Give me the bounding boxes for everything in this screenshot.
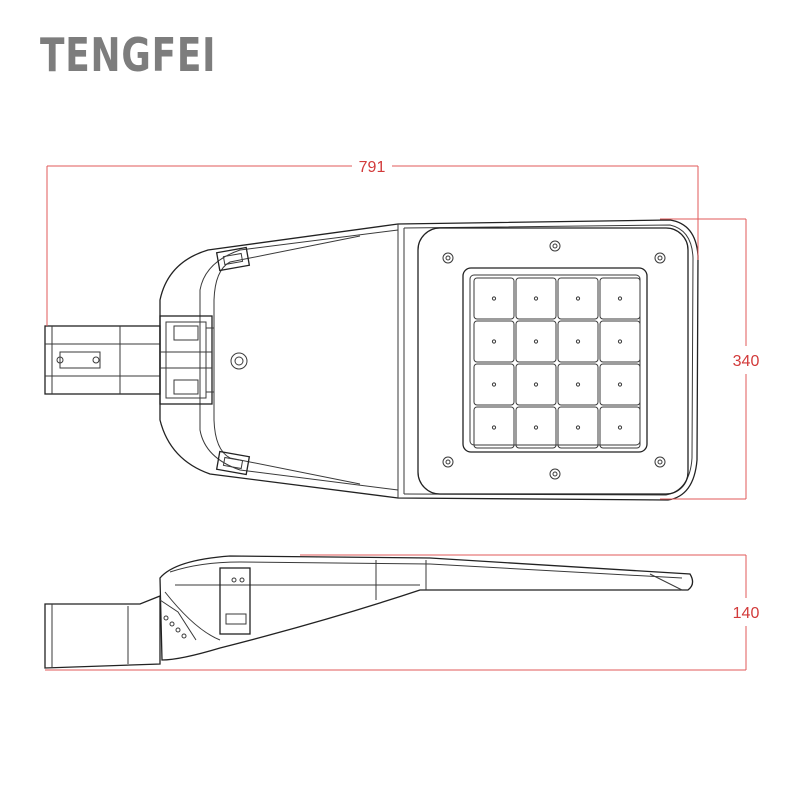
side-body xyxy=(159,555,694,661)
led-dot xyxy=(533,382,539,387)
led-dot xyxy=(491,382,497,387)
led-cell xyxy=(599,363,641,406)
brand-logo: TENGFEI xyxy=(40,28,217,82)
led-cell xyxy=(515,277,557,320)
led-dot xyxy=(575,425,581,430)
led-dot xyxy=(617,425,623,430)
dimension-width: 340 xyxy=(660,218,760,500)
led-cell xyxy=(473,363,515,406)
led-cell xyxy=(557,406,599,449)
pole-bracket xyxy=(44,325,161,395)
led-dot xyxy=(533,296,539,301)
pole-clamp xyxy=(159,315,248,405)
latch-bottom xyxy=(215,450,251,476)
led-cell xyxy=(515,406,557,449)
led-cell xyxy=(473,320,515,363)
led-cell xyxy=(473,277,515,320)
led-dot xyxy=(575,339,581,344)
led-cell xyxy=(599,320,641,363)
led-cell xyxy=(557,277,599,320)
led-dot xyxy=(617,296,623,301)
dimension-length: 791 xyxy=(46,159,699,326)
led-dot xyxy=(491,425,497,430)
latch-top xyxy=(215,246,251,272)
led-dot xyxy=(575,296,581,301)
side-view xyxy=(44,555,694,669)
dimension-width-label: 340 xyxy=(733,353,760,370)
led-dot xyxy=(533,425,539,430)
led-cell xyxy=(557,363,599,406)
screws xyxy=(442,240,666,480)
led-cell xyxy=(599,406,641,449)
led-grid xyxy=(473,277,641,449)
lens-frame xyxy=(417,227,689,495)
side-clamp xyxy=(159,599,197,641)
led-cell xyxy=(557,320,599,363)
housing-outline xyxy=(159,219,699,501)
side-bracket xyxy=(44,595,161,669)
top-view xyxy=(44,219,699,501)
led-cell xyxy=(515,320,557,363)
led-cell xyxy=(599,277,641,320)
led-cell xyxy=(515,363,557,406)
led-cell xyxy=(473,406,515,449)
led-dot xyxy=(617,339,623,344)
led-dot xyxy=(491,296,497,301)
dimension-height-label: 140 xyxy=(733,605,760,622)
dimension-length-label: 791 xyxy=(359,159,386,176)
dimension-height: 140 xyxy=(45,554,760,671)
led-module xyxy=(462,267,648,453)
led-dot xyxy=(533,339,539,344)
led-dot xyxy=(575,382,581,387)
led-dot xyxy=(491,339,497,344)
led-dot xyxy=(617,382,623,387)
side-latch xyxy=(219,567,251,635)
